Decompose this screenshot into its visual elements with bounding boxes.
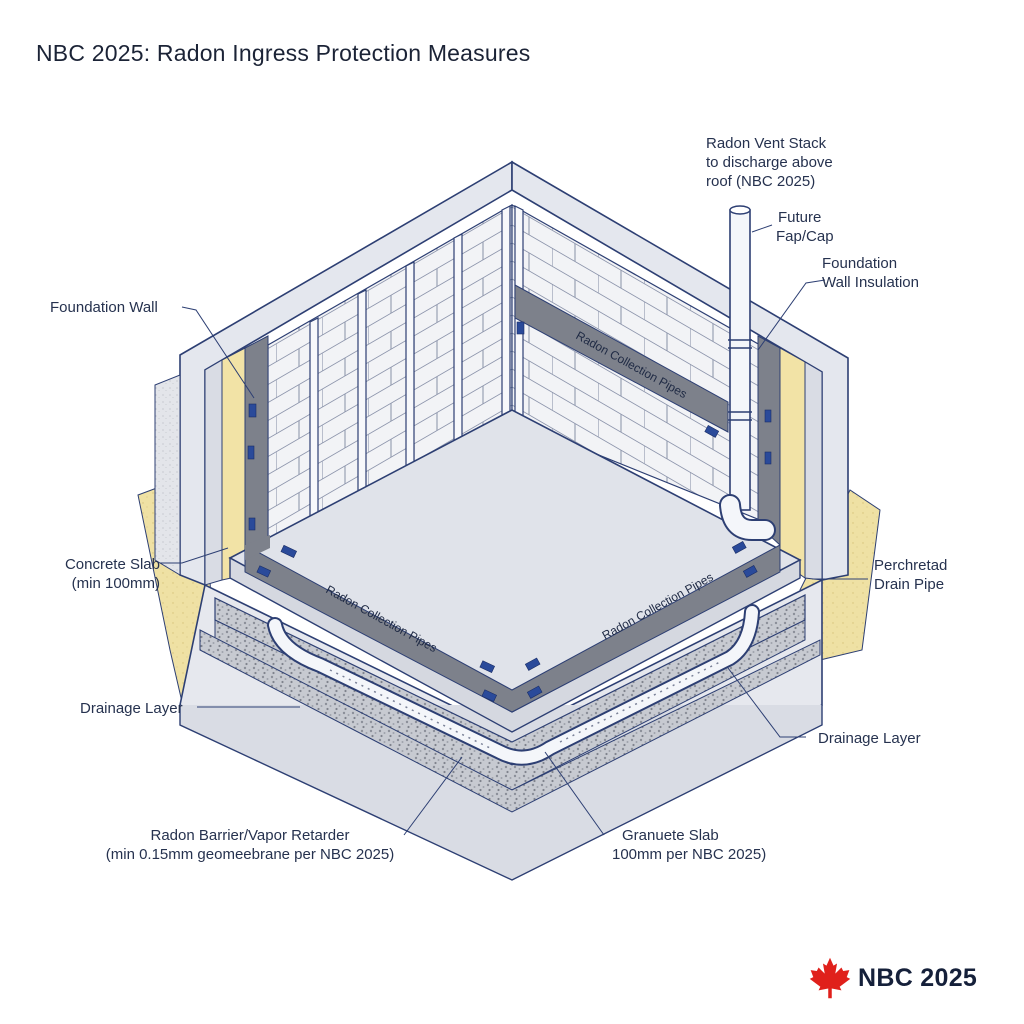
label-drain-pipe: Perchretad Drain Pipe [874,557,948,593]
label-future-cap: Future Fap/Cap [776,209,834,245]
wall-insulation-left [221,347,246,581]
wall-studs [309,205,524,545]
membrane-floor-band [244,544,781,713]
label-foundation-wall: Foundation Wall [50,299,158,316]
membrane-fasteners [247,321,772,702]
label-granular-slab: Granuete Slab 100mm per NBC 2025) [612,827,767,863]
nbc-brand: NBC 2025 [808,956,977,1000]
label-radon-barrier: Radon Barrier/Vapor Retarder (min 0.15mm… [105,827,395,863]
membrane-right-wall [757,335,781,547]
label-concrete-slab: Concrete Slab (min 100mm) [64,556,160,592]
maple-leaf-icon [809,957,851,999]
label-drainage-layer-left: Drainage Layer [80,700,183,717]
label-wall-insulation: Foundation Wall Insulation [822,255,919,291]
label-vent-stack: Radon Vent Stack to discharge above roof… [706,135,833,190]
membrane-wall-band [514,284,729,433]
page-title: NBC 2025: Radon Ingress Protection Measu… [36,40,531,66]
wall-insulation-right [779,347,806,579]
leader-lines [160,224,868,836]
radon-vent-stack [719,205,776,541]
label-drainage-layer-right: Drainage Layer [818,730,921,747]
brand-text: NBC 2025 [858,963,978,992]
